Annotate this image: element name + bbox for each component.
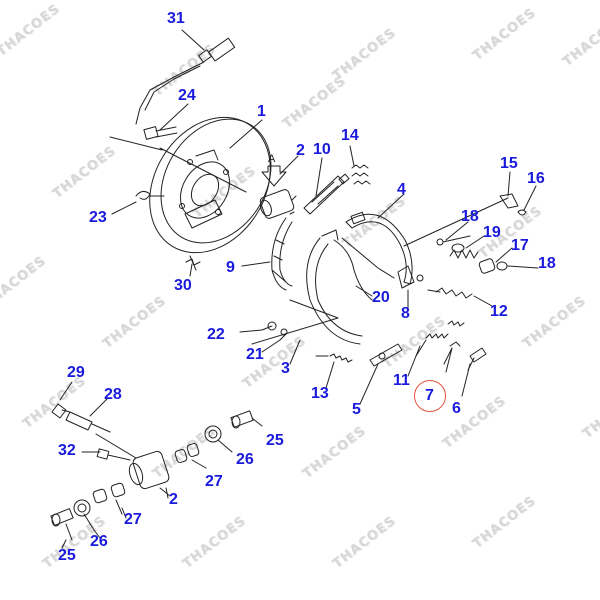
part-17-washer[interactable] — [478, 258, 508, 274]
view-a-label: A — [268, 153, 276, 165]
part-4-brake-shoe[interactable] — [345, 211, 413, 285]
part-27-cup-lower[interactable] — [92, 482, 126, 515]
part-26-piston-lower[interactable] — [73, 499, 95, 531]
part-5-adjuster[interactable] — [369, 343, 403, 367]
part-13-spring[interactable] — [315, 353, 353, 363]
part-2-wheel-cylinder[interactable] — [259, 189, 297, 220]
callout-9[interactable]: 9 — [226, 259, 235, 276]
view-a-arrow — [261, 165, 287, 187]
callout-14[interactable]: 14 — [341, 127, 359, 144]
callout-27-left[interactable]: 27 — [124, 511, 142, 528]
part-26-piston[interactable] — [204, 425, 233, 453]
callout-19[interactable]: 19 — [483, 224, 501, 241]
part-25-boot[interactable] — [230, 410, 263, 429]
part-11-spring[interactable] — [415, 333, 449, 357]
part-21-pin[interactable] — [279, 328, 288, 341]
callout-1[interactable]: 1 — [257, 103, 266, 120]
callout-30[interactable]: 30 — [174, 277, 192, 294]
callout-2-upper[interactable]: 2 — [296, 142, 305, 159]
part-2-wheel-cylinder-detail[interactable] — [95, 433, 171, 497]
part-8-lever[interactable] — [397, 265, 424, 289]
part-24-bolt[interactable] — [143, 126, 178, 140]
part-18-pin[interactable] — [436, 235, 471, 246]
callout-23[interactable]: 23 — [89, 209, 107, 226]
callout-12[interactable]: 12 — [490, 303, 508, 320]
callout-25-left[interactable]: 25 — [58, 547, 76, 564]
callout-29[interactable]: 29 — [67, 364, 85, 381]
callout-3[interactable]: 3 — [281, 360, 290, 377]
callout-21[interactable]: 21 — [246, 346, 264, 363]
callout-8[interactable]: 8 — [401, 305, 410, 322]
callout-27-right[interactable]: 27 — [205, 473, 223, 490]
part-7-spring[interactable] — [443, 320, 465, 373]
callout-24[interactable]: 24 — [178, 87, 196, 104]
callout-31[interactable]: 31 — [167, 10, 185, 27]
callout-25-right[interactable]: 25 — [266, 432, 284, 449]
part-16-clip[interactable] — [517, 209, 527, 216]
callout-32[interactable]: 32 — [58, 442, 76, 459]
callout-2-lower[interactable]: 2 — [169, 491, 178, 508]
part-20-strut[interactable] — [333, 237, 395, 301]
part-19-spring[interactable] — [449, 243, 479, 259]
part-1-backing-plate[interactable] — [109, 95, 295, 275]
callout-7[interactable]: 7 — [425, 387, 434, 404]
callout-28[interactable]: 28 — [104, 386, 122, 403]
callout-18-lower[interactable]: 18 — [538, 255, 556, 272]
part-28-bleeder-screw[interactable] — [65, 411, 111, 433]
part-6-lever[interactable] — [467, 347, 487, 371]
callout-13[interactable]: 13 — [311, 385, 329, 402]
callout-26-right[interactable]: 26 — [236, 451, 254, 468]
part-31-connector[interactable] — [135, 37, 236, 125]
part-29-bleeder[interactable] — [51, 403, 71, 419]
part-25-boot-lower[interactable] — [50, 508, 74, 541]
part-32-bolt[interactable] — [96, 448, 131, 461]
part-9-brake-shoe[interactable] — [271, 217, 293, 291]
callout-5[interactable]: 5 — [352, 401, 361, 418]
callout-26-left[interactable]: 26 — [90, 533, 108, 550]
part-12-spring[interactable] — [427, 287, 473, 299]
callout-11[interactable]: 11 — [393, 372, 410, 389]
callout-16[interactable]: 16 — [527, 170, 545, 187]
part-3-brake-shoe[interactable] — [251, 229, 363, 345]
callout-20[interactable]: 20 — [372, 289, 390, 306]
part-27-cup[interactable] — [174, 443, 207, 469]
callout-15[interactable]: 15 — [500, 155, 518, 172]
highlight-circle — [414, 380, 446, 412]
callout-6[interactable]: 6 — [452, 400, 461, 417]
part-23-clip[interactable] — [135, 190, 165, 200]
callout-4[interactable]: 4 — [397, 181, 406, 198]
callout-18-upper[interactable]: 18 — [461, 208, 479, 225]
callout-10[interactable]: 10 — [313, 141, 331, 158]
part-10-adjuster[interactable] — [303, 173, 350, 215]
part-30-pin[interactable] — [185, 255, 201, 271]
part-14-springs[interactable] — [351, 164, 371, 185]
callout-17[interactable]: 17 — [511, 237, 529, 254]
part-22-pin[interactable] — [261, 321, 277, 331]
callout-22[interactable]: 22 — [207, 326, 225, 343]
